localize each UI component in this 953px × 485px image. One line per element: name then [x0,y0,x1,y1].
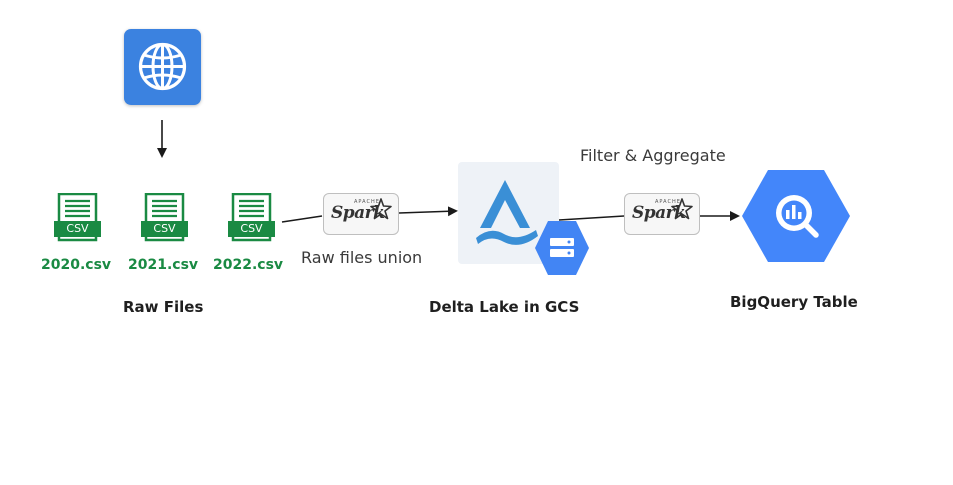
union-step-label: Raw files union [301,248,423,267]
gcs-storage-icon [534,219,590,281]
spark-logo-text: Spark [331,203,385,223]
spark-icon: APACHE Spark [323,193,399,235]
csv-file-icon: CSV [227,192,276,242]
spark-apache-text: APACHE [354,199,380,205]
arrow-files-to-spark [281,215,323,223]
bigquery-caption: BigQuery Table [730,293,858,311]
file-name-2021: 2021.csv [128,257,199,273]
delta-lake-glyph [476,180,538,245]
csv-badge: CSV [66,222,89,235]
file-name-2020: 2020.csv [41,257,112,273]
csv-file-icon: CSV [53,192,102,242]
arrow-spark-to-delta [398,206,458,217]
csv-file-icon: CSV [140,192,189,242]
file-name-2022: 2022.csv [213,257,284,273]
csv-badge: CSV [240,222,263,235]
raw-files-caption: Raw Files [123,298,204,316]
delta-lake-caption: Delta Lake in GCS [429,298,580,316]
spark-logo-text: Spark [632,203,686,223]
arrow-delta-to-spark [558,215,625,221]
aggregate-step-label: Filter & Aggregate [580,146,726,165]
spark-star-icon [671,198,693,220]
globe-icon [124,29,201,105]
globe-glyph [138,42,187,91]
spark-apache-text: APACHE [655,199,681,205]
bigquery-icon [740,168,852,268]
spark-icon: APACHE Spark [624,193,700,235]
spark-star-icon [370,198,392,220]
csv-badge: CSV [153,222,176,235]
